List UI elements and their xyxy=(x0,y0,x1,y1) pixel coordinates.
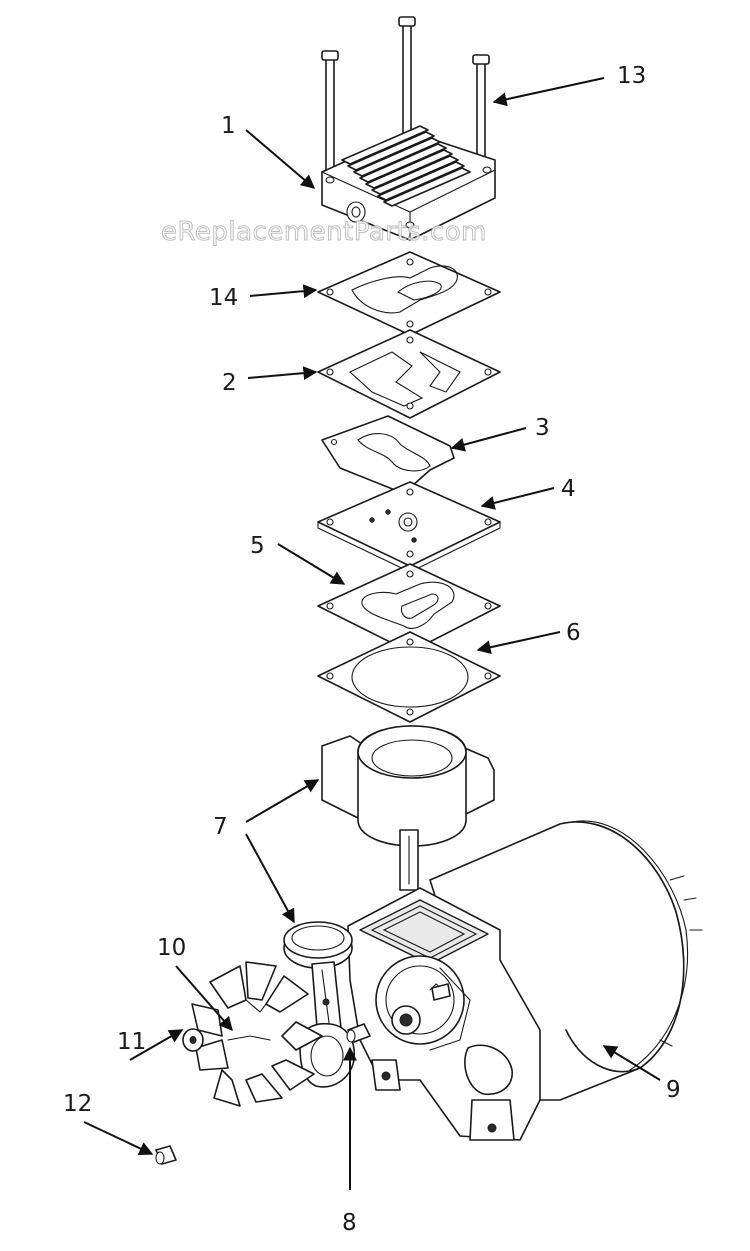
callout-6: 6 xyxy=(566,620,581,646)
valve-gasket xyxy=(317,329,501,419)
callout-2: 2 xyxy=(222,370,237,396)
valve-plate xyxy=(317,481,501,573)
cylinder-sleeve xyxy=(321,725,495,891)
callout-3: 3 xyxy=(535,415,550,441)
set-screw xyxy=(346,1023,371,1043)
cooling-fan xyxy=(191,961,323,1107)
cooling-fins xyxy=(341,125,471,207)
callout-12: 12 xyxy=(63,1091,92,1117)
callout-5: 5 xyxy=(250,533,265,559)
callout-7: 7 xyxy=(213,814,228,840)
head-gasket xyxy=(317,251,501,336)
connecting-rod xyxy=(283,921,356,1088)
callout-14: 14 xyxy=(209,285,238,311)
bolt-right xyxy=(472,54,490,165)
head-bolts xyxy=(321,16,490,179)
reed-valve xyxy=(321,415,455,493)
callout-11: 11 xyxy=(117,1029,146,1055)
cylinder-head xyxy=(321,125,496,241)
callout-9: 9 xyxy=(666,1077,681,1103)
callout-1: 1 xyxy=(221,113,236,139)
cylinder-gasket xyxy=(317,631,501,723)
bolt-back-center xyxy=(398,16,416,175)
bolt-left xyxy=(321,50,339,179)
callout-8: 8 xyxy=(342,1210,357,1236)
callout-13: 13 xyxy=(617,63,646,89)
callout-numbers: 1 13 14 2 3 4 5 6 7 10 11 12 8 9 xyxy=(63,63,681,1236)
crankcase xyxy=(347,887,541,1141)
plate-gasket xyxy=(317,563,501,653)
callout-4: 4 xyxy=(561,476,576,502)
callout-leaders xyxy=(83,77,661,1190)
watermark-text: eReplacementParts.com xyxy=(161,217,487,247)
washer xyxy=(182,1028,204,1052)
callout-10: 10 xyxy=(157,935,186,961)
fan-screw xyxy=(155,1145,177,1165)
